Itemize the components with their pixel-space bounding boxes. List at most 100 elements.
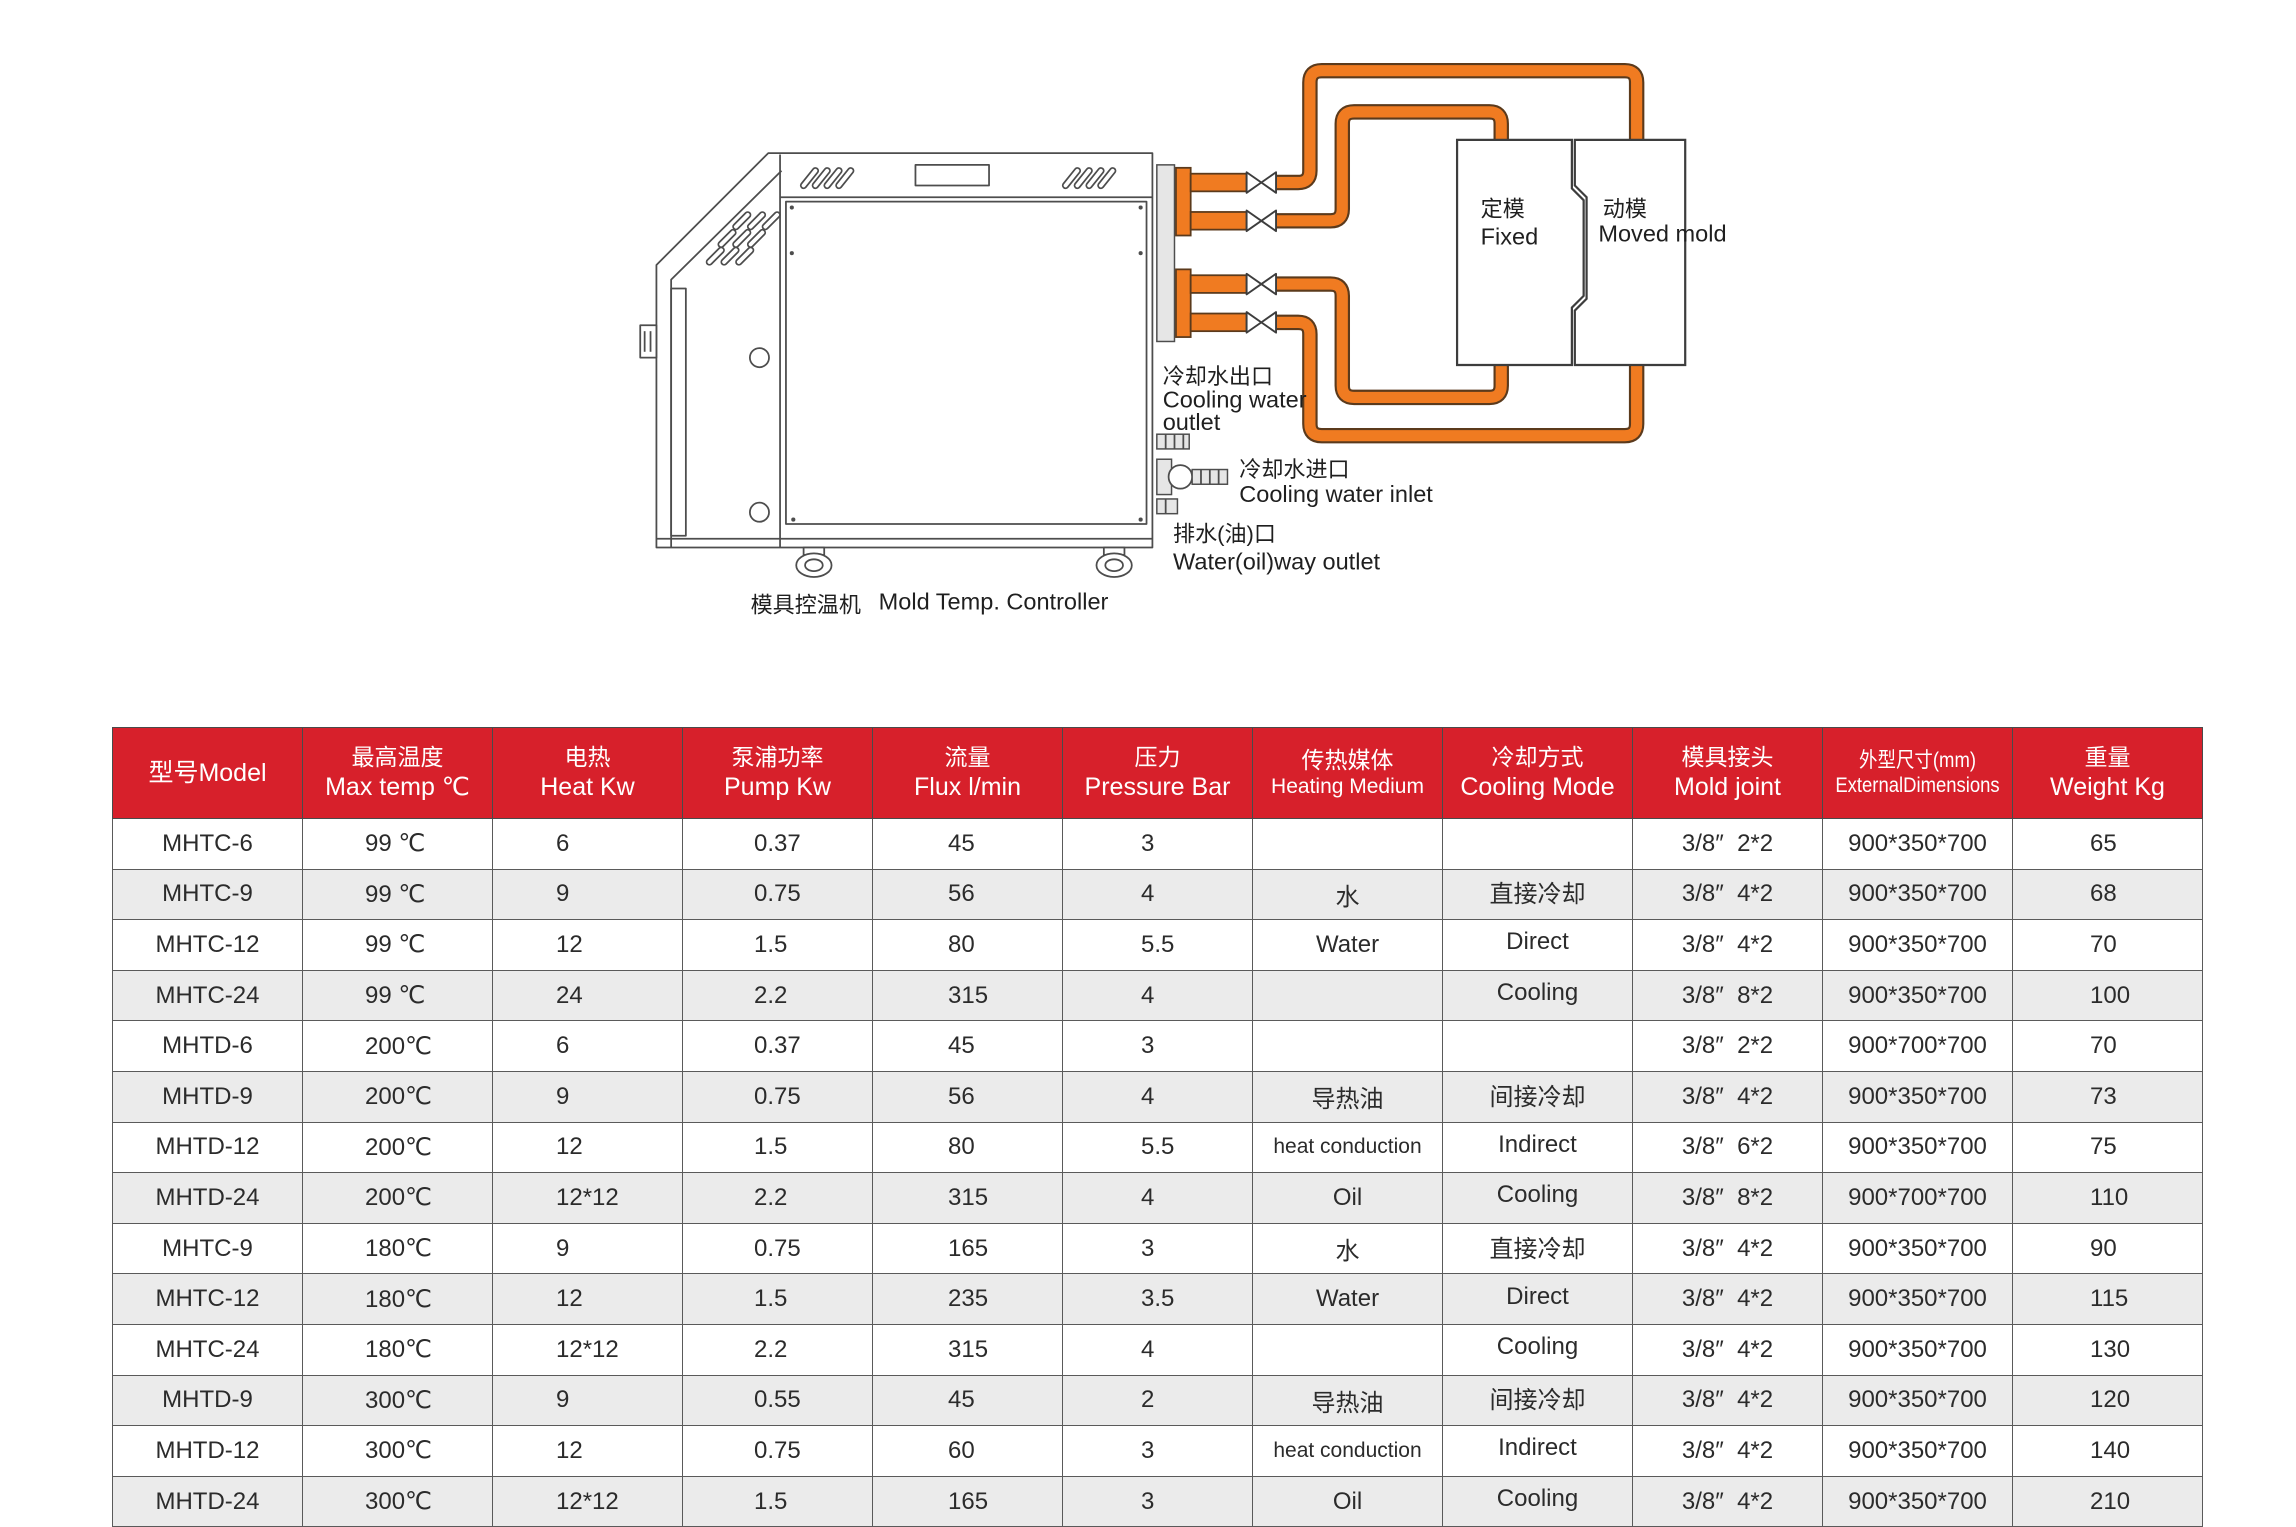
header-pump-kw-en: Pump Kw [724, 772, 831, 801]
cell-cooling-mode: Cooling [1442, 1475, 1633, 1527]
cell-heating-medium: Oil [1252, 1475, 1443, 1527]
cell-pressure: 4 [1062, 868, 1253, 921]
side-knob [639, 324, 658, 359]
cell-pump-kw: 2.2 [682, 1323, 873, 1376]
cell-mold-joint: 3/8″ 4*2 [1632, 1222, 1823, 1275]
cell-pressure: 3 [1062, 818, 1253, 870]
fixed-mold [1455, 138, 1585, 367]
cell-dimensions: 900*350*700 [1822, 1121, 2013, 1174]
cell-heating-medium: Water [1252, 1273, 1443, 1325]
cell-flux: 315 [872, 969, 1063, 1022]
cell-mold-joint: 3/8″ 4*2 [1632, 1374, 1823, 1427]
header-pressure-en: Pressure Bar [1084, 772, 1231, 801]
cell-heating-medium: heat conduction [1252, 1121, 1443, 1174]
cell-max-temp: 200℃ [302, 1070, 493, 1123]
cell-pump-kw: 1.5 [682, 1121, 873, 1174]
cell-cooling-mode: Direct [1442, 1273, 1633, 1325]
cell-model: MHTC-6 [112, 818, 303, 870]
cell-heating-medium [1252, 818, 1443, 870]
cell-mold-joint: 3/8″ 4*2 [1632, 868, 1823, 921]
cell-max-temp: 200℃ [302, 1172, 493, 1224]
cell-pump-kw: 0.75 [682, 1070, 873, 1123]
side-port-upper [748, 347, 770, 369]
cell-cooling-mode: 间接冷却 [1442, 1070, 1633, 1123]
cell-flux: 45 [872, 1374, 1063, 1427]
cell-heat-kw: 6 [492, 1020, 683, 1072]
cell-mold-joint: 3/8″ 2*2 [1632, 818, 1823, 870]
cell-dimensions: 900*350*700 [1822, 818, 2013, 870]
cell-dimensions: 900*350*700 [1822, 1475, 2013, 1527]
header-heating-medium-cn: 传热媒体 [1301, 746, 1394, 773]
cell-dimensions: 900*700*700 [1822, 1020, 2013, 1072]
cell-heat-kw: 12*12 [492, 1475, 683, 1527]
cell-mold-joint: 3/8″ 4*2 [1632, 1425, 1823, 1477]
wheel-left [795, 546, 833, 578]
header-dimensions: 外型尺寸(mm)ExternalDimensions [1822, 727, 2013, 819]
header-weight-en: Weight Kg [2050, 772, 2165, 801]
cell-heat-kw: 9 [492, 1222, 683, 1275]
header-model: 型号Model [112, 727, 303, 819]
header-mold-joint-en: Mold joint [1674, 772, 1781, 801]
cooling-outlet-label-en-1: Cooling water [1163, 387, 1307, 413]
manifold-plate [1156, 164, 1176, 343]
cell-heating-medium [1252, 1020, 1443, 1072]
cell-max-temp: 180℃ [302, 1323, 493, 1376]
cell-heat-kw: 24 [492, 969, 683, 1022]
fixed-mold-label-cn: 定模 [1481, 196, 1525, 221]
cooling-outlet-label-cn: 冷却水出口 [1163, 364, 1273, 389]
cooling-inlet-label-cn: 冷却水进口 [1239, 457, 1349, 482]
cell-heating-medium: 导热油 [1252, 1070, 1443, 1123]
header-weight-cn: 重量 [2084, 744, 2131, 771]
cell-model: MHTC-9 [112, 1222, 303, 1275]
cell-pump-kw: 1.5 [682, 1273, 873, 1325]
cell-pump-kw: 2.2 [682, 1172, 873, 1224]
header-flux-en: Flux l/min [914, 772, 1021, 801]
cell-weight: 75 [2012, 1121, 2203, 1174]
cell-max-temp: 180℃ [302, 1222, 493, 1275]
cell-heat-kw: 9 [492, 1070, 683, 1123]
cell-max-temp: 300℃ [302, 1374, 493, 1427]
cell-flux: 315 [872, 1172, 1063, 1224]
cell-model: MHTC-12 [112, 919, 303, 971]
cell-max-temp: 300℃ [302, 1475, 493, 1527]
cell-model: MHTD-9 [112, 1070, 303, 1123]
wheel-right [1095, 546, 1133, 578]
header-pump-kw-cn: 泵浦功率 [731, 744, 824, 771]
cell-heat-kw: 9 [492, 1374, 683, 1427]
cell-flux: 60 [872, 1425, 1063, 1477]
cell-cooling-mode: 间接冷却 [1442, 1374, 1633, 1427]
cell-flux: 80 [872, 919, 1063, 971]
cooling-outlet-label-en-2: outlet [1163, 409, 1221, 435]
cell-heating-medium: 水 [1252, 1222, 1443, 1275]
cell-pressure: 2 [1062, 1374, 1253, 1427]
cell-mold-joint: 3/8″ 8*2 [1632, 969, 1823, 1022]
header-pressure-cn: 压力 [1134, 744, 1181, 771]
panel-screws [789, 205, 1143, 522]
cell-flux: 165 [872, 1222, 1063, 1275]
drain-label-en: Water(oil)way outlet [1173, 549, 1381, 575]
header-max-temp-en: Max temp ℃ [325, 772, 470, 801]
cell-heating-medium: Water [1252, 919, 1443, 971]
cell-flux: 80 [872, 1121, 1063, 1174]
cell-dimensions: 900*350*700 [1822, 868, 2013, 921]
cell-max-temp: 180℃ [302, 1273, 493, 1325]
cell-mold-joint: 3/8″ 4*2 [1632, 1475, 1823, 1527]
cell-cooling-mode: Direct [1442, 919, 1633, 971]
cell-pressure: 3.5 [1062, 1273, 1253, 1325]
cell-cooling-mode: 直接冷却 [1442, 1222, 1633, 1275]
cell-pressure: 3 [1062, 1222, 1253, 1275]
cell-pressure: 3 [1062, 1425, 1253, 1477]
